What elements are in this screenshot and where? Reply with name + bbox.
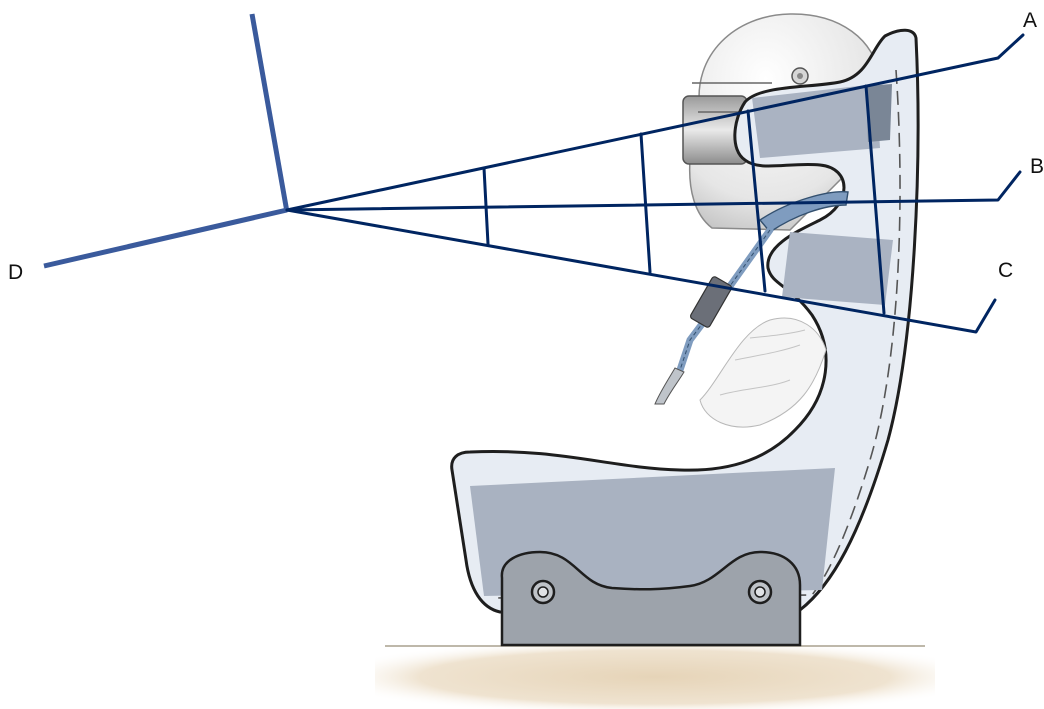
vertical-reference-line <box>249 13 290 213</box>
line-a <box>285 33 1025 212</box>
seat-shell <box>450 28 920 614</box>
seat-inner-contour <box>494 69 901 599</box>
cross-line-4 <box>864 84 886 315</box>
line-d <box>43 207 288 269</box>
floor <box>375 645 935 709</box>
head-pad-dark <box>866 84 892 142</box>
line-b <box>285 170 1022 212</box>
sight-lines <box>285 33 1025 334</box>
line-c <box>285 208 997 334</box>
label-c: C <box>998 259 1014 282</box>
cross-line-1 <box>482 166 490 246</box>
label-a: A <box>1023 9 1038 32</box>
seat-mount-bracket <box>500 550 802 647</box>
label-d: D <box>8 261 24 284</box>
cross-line-3 <box>746 109 767 293</box>
driver-torso <box>699 317 827 428</box>
cross-line-2 <box>639 132 652 274</box>
reference-axes <box>43 13 290 269</box>
lumbar-pad <box>782 232 893 305</box>
label-b: B <box>1030 155 1044 178</box>
